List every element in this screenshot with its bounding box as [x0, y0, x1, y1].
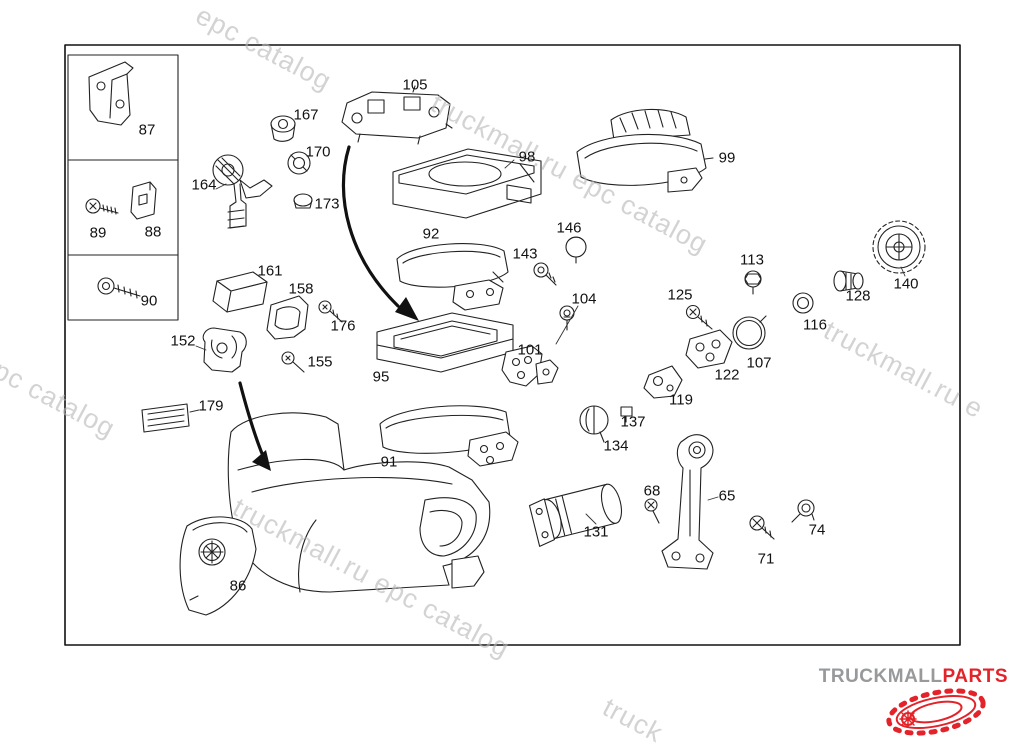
part-99-armrest-lid	[576, 108, 714, 193]
leader-lines	[189, 159, 906, 525]
part-143-screw	[533, 262, 557, 286]
part-131-cylinder	[528, 483, 623, 547]
part-122-plate	[685, 329, 733, 369]
part-113-bolt	[744, 270, 762, 295]
console-body	[227, 412, 491, 593]
part-95-frame	[376, 312, 514, 373]
part-98-tray	[392, 148, 542, 219]
part-89-screw	[85, 198, 119, 215]
part-104-screw	[559, 305, 575, 331]
part-65-bracket	[661, 434, 714, 570]
part-134-disc	[579, 405, 609, 443]
part-92-pad	[396, 243, 509, 311]
part-107-ring	[732, 315, 767, 350]
part-155-screw	[281, 351, 305, 373]
part-167-switch	[270, 115, 296, 142]
part-87-bracket	[88, 61, 134, 126]
inset-boxes	[67, 54, 179, 321]
brand-logo: TRUCKMALLPARTS	[819, 666, 1008, 688]
part-158-bracket	[266, 295, 309, 340]
part-91-pad	[379, 405, 519, 467]
part-116-grommet	[792, 292, 814, 314]
part-170-knob	[287, 151, 311, 175]
part-71-bolt	[749, 515, 775, 540]
part-101-brackets	[501, 345, 559, 387]
part-179-panel	[141, 403, 190, 433]
brand-word-parts: PARTS	[942, 666, 1008, 687]
logo-gear-icon	[886, 688, 986, 736]
part-125-screw	[685, 304, 713, 330]
flow-arrowheads	[252, 297, 419, 471]
part-173-bulb	[293, 193, 313, 209]
part-137-clip	[620, 406, 633, 423]
brand-word-truckmall: TRUCKMALL	[818, 666, 943, 687]
part-88-clip	[130, 181, 157, 220]
part-176-screw	[318, 300, 343, 323]
part-86-side-panel	[179, 516, 257, 616]
part-90-screw	[97, 277, 141, 299]
part-68-screw	[644, 498, 660, 524]
part-152-bracket	[202, 327, 247, 373]
flow-arrows	[238, 145, 400, 458]
diagram-border	[64, 44, 961, 646]
part-164-socket	[212, 154, 273, 229]
part-74-bolt	[791, 499, 815, 523]
part-105-bracket-assembly	[341, 85, 453, 145]
part-140-cap	[872, 220, 926, 274]
part-119-plate	[643, 365, 683, 399]
part-128-sleeve	[833, 270, 864, 292]
part-146-grommet	[565, 236, 587, 264]
part-161-box	[212, 271, 268, 313]
